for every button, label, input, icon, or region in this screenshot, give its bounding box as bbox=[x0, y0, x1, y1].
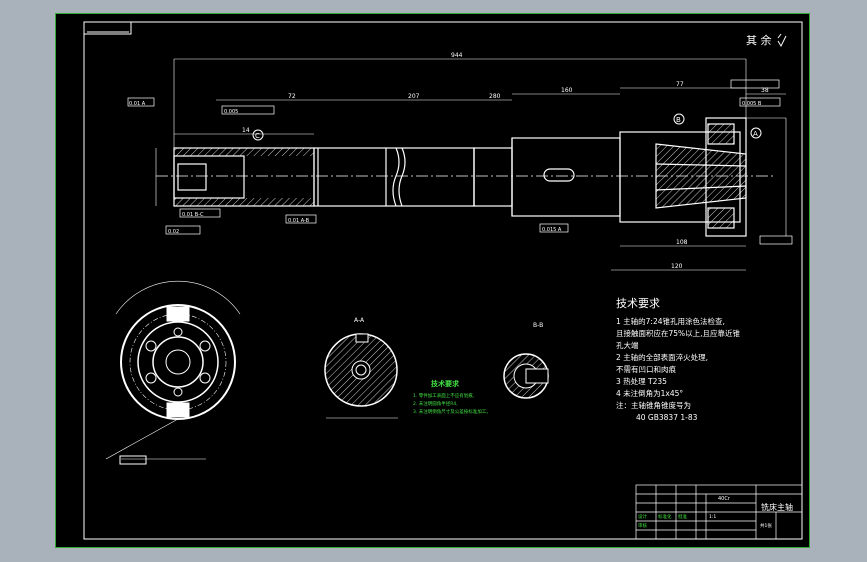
svg-text:注：主轴锥角锥度号为: 注：主轴锥角锥度号为 bbox=[616, 400, 691, 410]
svg-text:审核: 审核 bbox=[638, 522, 647, 529]
svg-text:技术要求: 技术要求 bbox=[431, 379, 460, 388]
title-block bbox=[635, 484, 803, 540]
white-tech-req: 技术要求 1 主轴的7:24锥孔用涂色法检查, 且接触面积应在75%以上,且应靠… bbox=[616, 297, 741, 422]
svg-text:40 GB3837 1-83: 40 GB3837 1-83 bbox=[636, 413, 698, 422]
svg-text:不需有凹口和肉痕: 不需有凹口和肉痕 bbox=[616, 364, 676, 374]
material: 40Cr bbox=[718, 496, 731, 502]
cad-drawing: 其 余 bbox=[83, 21, 803, 540]
datum-c-label: C bbox=[255, 132, 260, 140]
datum-c bbox=[252, 129, 264, 141]
dim-d4: 160 bbox=[561, 87, 573, 94]
section-a-label: A-A bbox=[354, 317, 365, 324]
datum-a bbox=[750, 127, 762, 139]
datum-b bbox=[673, 113, 685, 125]
dim-overall: 944 bbox=[451, 52, 463, 59]
datum-a-label: A bbox=[753, 130, 758, 138]
tolerance-frames bbox=[127, 79, 793, 245]
svg-text:标准化: 标准化 bbox=[658, 513, 672, 520]
tech-req-title: 技术要求 bbox=[616, 297, 660, 310]
section-a-view bbox=[324, 333, 398, 419]
svg-text:1 主轴的7:24锥孔用涂色法检查,: 1 主轴的7:24锥孔用涂色法检查, bbox=[616, 316, 725, 326]
section-b-label: B-B bbox=[533, 322, 543, 329]
svg-text:0.01 A: 0.01 A bbox=[129, 101, 146, 107]
drawing-sheet: 其 余 bbox=[55, 13, 810, 548]
svg-text:0.005: 0.005 bbox=[224, 109, 238, 115]
svg-text:2. 未注明圆角半径R4,: 2. 未注明圆角半径R4, bbox=[413, 400, 458, 407]
corner-note: 其 余 bbox=[746, 33, 772, 47]
section-b-view bbox=[503, 353, 549, 399]
svg-text:批准: 批准 bbox=[678, 513, 687, 520]
svg-text:0.015 A: 0.015 A bbox=[542, 227, 562, 233]
svg-text:0.02: 0.02 bbox=[168, 229, 179, 235]
dim-d8: 108 bbox=[676, 239, 688, 246]
dim-d5: 77 bbox=[676, 81, 684, 88]
dim-d11: 120 bbox=[671, 263, 683, 270]
svg-text:3. 未注明倒角尺寸及公差按标准加工。: 3. 未注明倒角尺寸及公差按标准加工。 bbox=[413, 408, 491, 415]
flange-end-view bbox=[105, 280, 241, 460]
green-tech-req: 技术要求 1. 零件加工表面上不应有划痕, 2. 未注明圆角半径R4, 3. 未… bbox=[413, 379, 491, 415]
dim-d2: 207 bbox=[408, 93, 420, 100]
svg-text:3 热处理 T235: 3 热处理 T235 bbox=[616, 376, 667, 386]
dim-d7: 14 bbox=[242, 127, 250, 134]
dim-d6: 38 bbox=[761, 87, 769, 94]
part-name: 铣床主轴 bbox=[761, 502, 793, 512]
dimension-lines bbox=[155, 58, 787, 271]
svg-text:0.01 B-C: 0.01 B-C bbox=[182, 212, 204, 218]
datum-b-label: B bbox=[676, 116, 681, 124]
svg-text:且接触面积应在75%以上,且应靠近锥: 且接触面积应在75%以上,且应靠近锥 bbox=[616, 328, 741, 338]
svg-text:0.01 A-B: 0.01 A-B bbox=[288, 218, 310, 224]
svg-text:设计: 设计 bbox=[638, 513, 647, 520]
dim-d3: 280 bbox=[489, 93, 501, 100]
svg-text:0.005 B: 0.005 B bbox=[742, 101, 762, 107]
sheet-count: 共1张 bbox=[760, 522, 772, 529]
roughness-symbol bbox=[777, 33, 787, 48]
shaft-main-view bbox=[156, 117, 776, 237]
svg-text:孔大端: 孔大端 bbox=[616, 340, 639, 350]
svg-text:1. 零件加工表面上不应有划痕,: 1. 零件加工表面上不应有划痕, bbox=[413, 392, 474, 399]
corner-tab bbox=[84, 22, 132, 35]
scale: 1:1 bbox=[709, 514, 716, 520]
svg-text:4 未注倒角为1x45°: 4 未注倒角为1x45° bbox=[616, 388, 683, 398]
dim-d1: 72 bbox=[288, 93, 296, 100]
svg-text:2 主轴的全部表面淬火处理,: 2 主轴的全部表面淬火处理, bbox=[616, 352, 708, 362]
inner-frame bbox=[83, 21, 803, 540]
